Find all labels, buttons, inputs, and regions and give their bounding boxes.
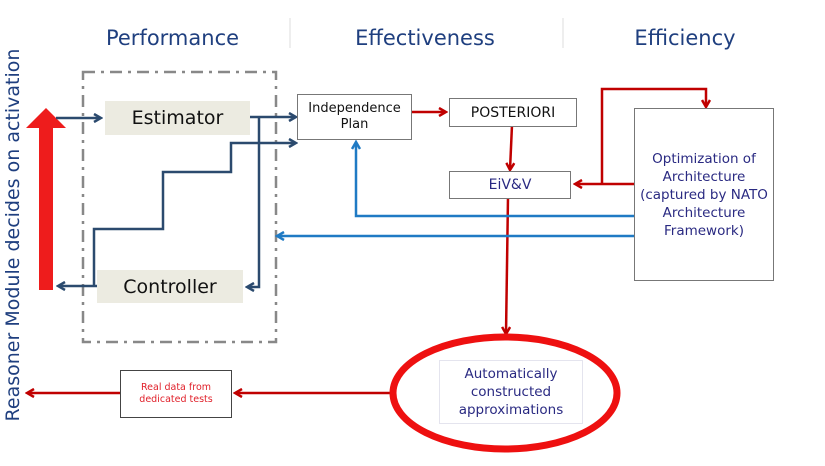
controller-node[interactable]: Controller [97,270,243,303]
estimator-node[interactable]: Estimator [105,101,250,135]
optimization-node[interactable]: Optimization of Architecture (captured b… [634,108,774,281]
posteriori-node[interactable]: POSTERIORI [449,98,577,127]
header-separator [562,18,564,48]
arrow-optimization-to-plan [356,142,635,218]
header-performance: Performance [105,26,240,50]
eivv-node[interactable]: EiV&V [449,171,571,199]
arrow-posteriori-to-eivv [510,124,512,170]
header-efficiency: Efficiency [634,26,736,50]
header-effectiveness: Effectiveness [355,26,495,50]
independence-plan-node[interactable]: Independence Plan [297,94,412,140]
real-data-node[interactable]: Real data from dedicated tests [120,370,232,418]
activation-up-arrow [26,108,66,290]
arrow-estimator-to-controller [247,117,261,287]
arrow-optimization-loop [600,87,706,184]
arrow-controller-to-plan [92,143,296,286]
performance-group-box [81,70,278,344]
header-separator [289,18,291,48]
approximations-node[interactable]: Automatically constructed approximations [439,360,583,424]
arrow-eivv-to-approximations [506,196,508,334]
